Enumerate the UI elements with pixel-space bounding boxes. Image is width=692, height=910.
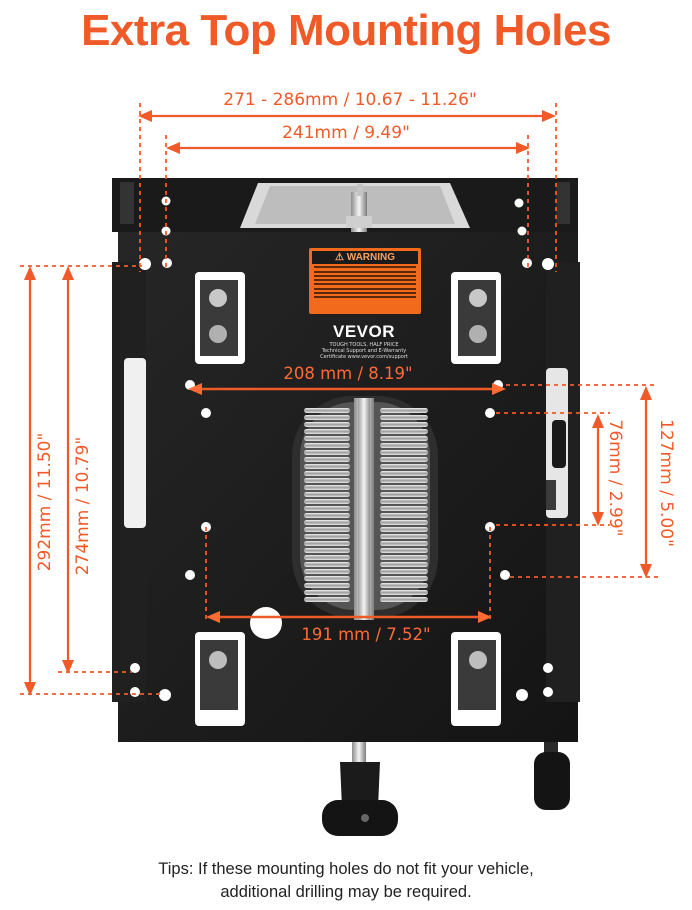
spring-coil xyxy=(304,485,350,490)
spring-coil xyxy=(380,548,428,553)
dim-left-outer: 292mm / 11.50" xyxy=(35,432,55,572)
spring-coil xyxy=(304,436,350,441)
spring-coil xyxy=(380,415,428,420)
dim-top-inner: 241mm / 9.49" xyxy=(282,123,410,143)
center-rod xyxy=(354,398,374,620)
tips-line-2: additional drilling may be required. xyxy=(220,883,472,901)
dimension-lines xyxy=(20,103,658,696)
dim-right-inner: 76mm / 2.99" xyxy=(605,419,625,537)
tips-note: Tips: If these mounting holes do not fit… xyxy=(0,858,692,904)
spring-coil xyxy=(380,597,428,602)
spring-coil xyxy=(380,506,428,511)
spring-coil xyxy=(304,429,350,434)
spring-coil xyxy=(380,492,428,497)
spring-coil xyxy=(304,583,350,588)
spring-coil xyxy=(380,478,428,483)
spring-coil xyxy=(304,499,350,504)
warning-label: ⚠ WARNING xyxy=(309,248,421,314)
adjustment-knob xyxy=(322,742,398,836)
page-title: Extra Top Mounting Holes xyxy=(81,6,611,55)
brand-support: Technical Support and E-Warranty xyxy=(321,348,407,354)
dim-bottom-horizontal: 191 mm / 7.52" xyxy=(301,625,431,644)
spring-coil xyxy=(304,520,350,525)
tips-line-1: Tips: If these mounting holes do not fit… xyxy=(158,860,534,878)
spring-coil xyxy=(304,464,350,469)
side-handle xyxy=(534,742,570,810)
spring-coil xyxy=(380,408,428,413)
spring-coil xyxy=(380,457,428,462)
spring-coil xyxy=(380,562,428,567)
warning-header: ⚠ WARNING xyxy=(312,251,418,264)
spring-coil xyxy=(380,583,428,588)
spring-coil xyxy=(304,534,350,539)
spring-coil xyxy=(304,492,350,497)
spring-coil xyxy=(304,450,350,455)
dim-left-inner: 274mm / 10.79" xyxy=(73,436,93,576)
spring-coil xyxy=(380,569,428,574)
spring-coil xyxy=(304,548,350,553)
warning-triangle-icon: ⚠ xyxy=(334,252,344,263)
spring-coil xyxy=(304,457,350,462)
spring-coil xyxy=(304,422,350,427)
dim-right-outer: 127mm / 5.00" xyxy=(656,419,676,547)
spring-coil xyxy=(380,541,428,546)
top-rail xyxy=(112,178,578,232)
brand-logo: VEVOR xyxy=(332,322,396,341)
spring-coil xyxy=(380,422,428,427)
spring-coil xyxy=(304,443,350,448)
spring-coil xyxy=(304,541,350,546)
spring-coil xyxy=(380,464,428,469)
spring-coil xyxy=(304,408,350,413)
spring-coil xyxy=(380,436,428,441)
dim-middle-horizontal: 208 mm / 8.19" xyxy=(283,364,413,383)
brand-url: Certificate www.vevor.com/support xyxy=(320,354,408,360)
spring-coil xyxy=(304,590,350,595)
spring-coil xyxy=(304,597,350,602)
spring-coil xyxy=(304,562,350,567)
warning-text-lines xyxy=(314,266,416,299)
spring-coil xyxy=(304,478,350,483)
spring-coil xyxy=(380,527,428,532)
spring-coil xyxy=(380,429,428,434)
spring-coil xyxy=(380,471,428,476)
spring-coil xyxy=(304,471,350,476)
springs xyxy=(304,408,428,602)
spring-coil xyxy=(380,485,428,490)
spring-coil xyxy=(380,590,428,595)
spring-coil xyxy=(304,506,350,511)
dim-top-outer: 271 - 286mm / 10.67 - 11.26" xyxy=(223,90,477,110)
brand-label: VEVOR TOUGH TOOLS, HALF PRICE Technical … xyxy=(318,322,410,360)
brand-tagline: TOUGH TOOLS, HALF PRICE xyxy=(329,342,399,348)
spring-coil xyxy=(380,555,428,560)
spring-coil xyxy=(304,569,350,574)
spring-coil xyxy=(304,513,350,518)
spring-coil xyxy=(304,576,350,581)
spring-coil xyxy=(304,415,350,420)
spring-coil xyxy=(304,527,350,532)
side-lever xyxy=(546,420,566,510)
spring-coil xyxy=(380,520,428,525)
spring-coil xyxy=(380,576,428,581)
spring-coil xyxy=(380,443,428,448)
spring-coil xyxy=(380,534,428,539)
spring-coil xyxy=(304,555,350,560)
spring-coil xyxy=(380,499,428,504)
spring-coil xyxy=(380,450,428,455)
spring-coil xyxy=(380,513,428,518)
